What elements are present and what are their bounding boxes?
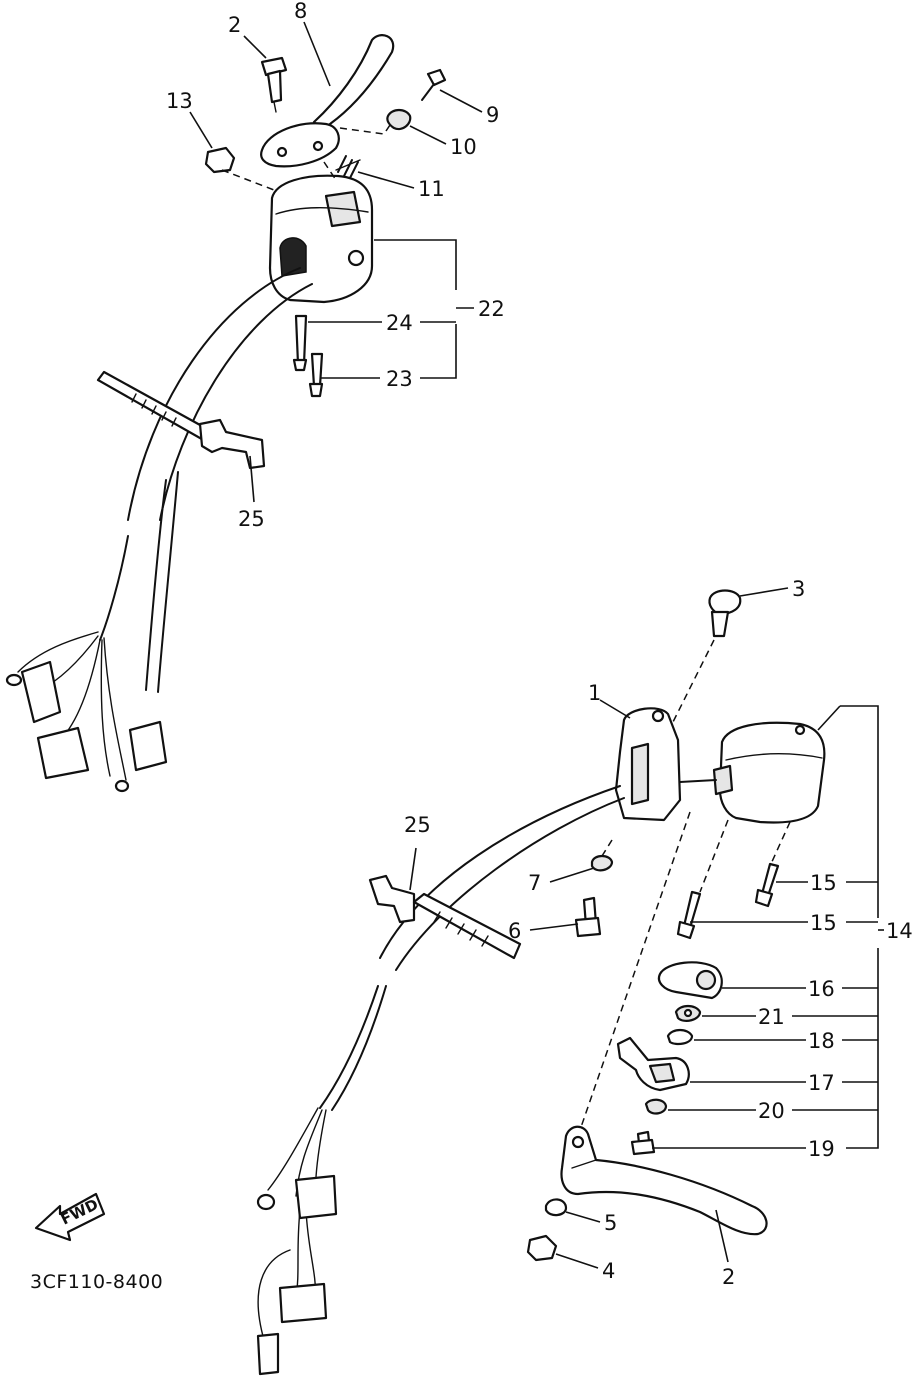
label-part-22: 22 (478, 297, 505, 321)
part-4-nut (526, 1234, 558, 1262)
part-18-washer (666, 1028, 694, 1046)
part-3-bolt (708, 589, 742, 638)
lower-assembly (256, 589, 826, 1376)
part-7-nut (590, 854, 614, 872)
label-part-9: 9 (486, 103, 499, 127)
callout-leaders (189, 21, 884, 1269)
part-25-cable-tie-top (96, 370, 266, 503)
label-part-6: 6 (508, 919, 521, 943)
part-11-spring (335, 155, 361, 179)
part-13-nut (204, 146, 236, 174)
label-part-19: 19 (808, 1137, 835, 1161)
label-part-16: 16 (808, 977, 835, 1001)
label-part-2-top: 2 (228, 13, 241, 37)
part-21-washer (674, 1004, 702, 1022)
part-22-switch-housing (268, 174, 374, 304)
part-17-bracket (616, 1036, 690, 1092)
part-6-bolt (574, 896, 602, 938)
label-part-7: 7 (528, 871, 541, 895)
label-part-13: 13 (166, 89, 193, 113)
label-part-24: 24 (386, 311, 413, 335)
lower-cable-harness (256, 785, 625, 1376)
fwd-arrow-icon: FWD (34, 1192, 106, 1242)
label-part-15a: 15 (810, 871, 837, 895)
label-part-23: 23 (386, 367, 413, 391)
label-part-14: 14 (886, 919, 913, 943)
label-part-2-bottom: 2 (722, 1265, 735, 1289)
upper-assembly (5, 34, 447, 793)
part-23-screw (308, 352, 324, 398)
part-8-lever (260, 34, 395, 168)
label-part-8: 8 (294, 0, 307, 23)
label-part-3: 3 (792, 577, 805, 601)
label-part-4: 4 (602, 1259, 615, 1283)
part-15-screw-b (676, 890, 702, 940)
label-part-15b: 15 (810, 911, 837, 935)
part-10-washer (386, 108, 412, 131)
part-25-cable-tie-mid (368, 847, 522, 960)
part-19-screw (630, 1130, 656, 1156)
label-part-1: 1 (588, 681, 601, 705)
callout-labels: 2 8 13 9 10 11 22 24 23 25 3 1 25 7 6 15… (166, 0, 913, 1289)
label-part-20: 20 (758, 1099, 785, 1123)
part-9-screw (421, 68, 447, 101)
label-part-25-top: 25 (238, 507, 265, 531)
upper-cable-harness (5, 267, 313, 793)
part-24-screw (292, 314, 308, 372)
label-part-25-mid: 25 (404, 813, 431, 837)
part-2-lever-bottom (560, 1125, 768, 1236)
label-part-17: 17 (808, 1071, 835, 1095)
catalog-code: 3CF110-8400 (30, 1271, 163, 1293)
part-1-clamp (614, 707, 682, 822)
part-14-switch-housing (712, 721, 826, 824)
label-part-11: 11 (418, 177, 445, 201)
part-5-bushing (544, 1198, 568, 1217)
label-part-10: 10 (450, 135, 477, 159)
label-part-18: 18 (808, 1029, 835, 1053)
label-part-5: 5 (604, 1211, 617, 1235)
part-2-bolt-top (260, 56, 288, 113)
label-part-21: 21 (758, 1005, 785, 1029)
part-16-cam (657, 961, 723, 1000)
part-15-screw-a (754, 862, 780, 908)
part-20-nut (644, 1098, 668, 1115)
